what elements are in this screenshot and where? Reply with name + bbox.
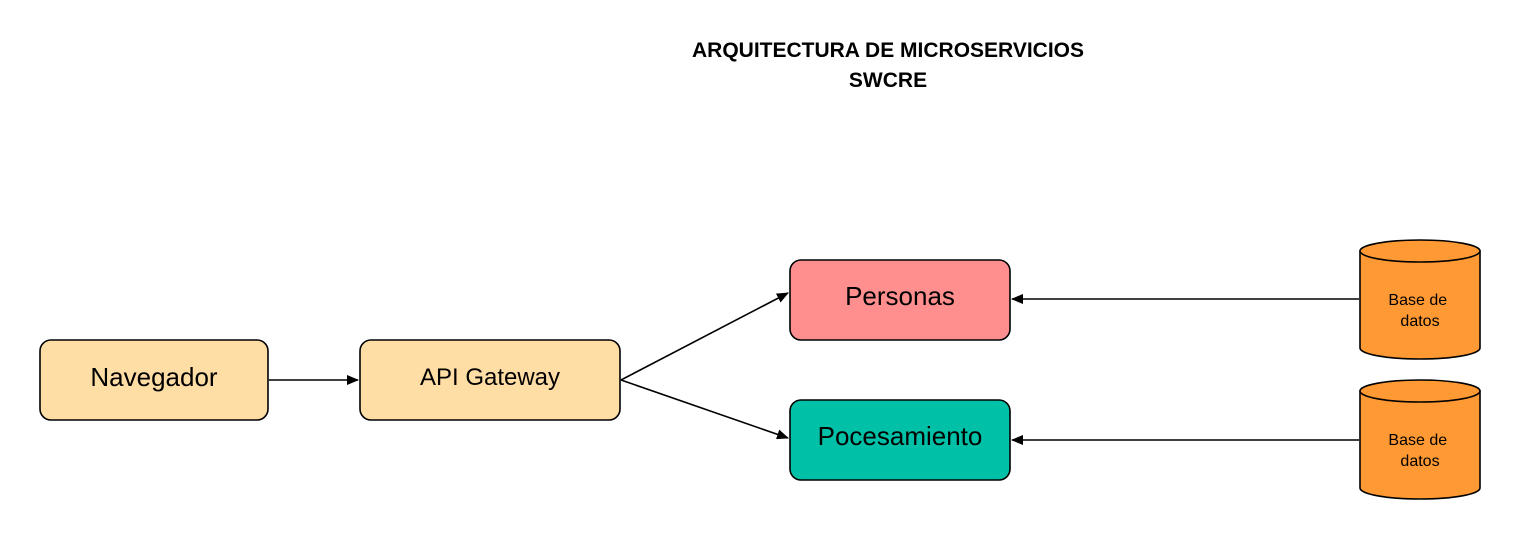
personas-node[interactable]: Personas (789, 259, 1011, 341)
db-personas-node[interactable]: Base de datos (1359, 239, 1481, 360)
navegador-node[interactable]: Navegador (39, 339, 269, 421)
personas-label: Personas (845, 281, 955, 311)
procesamiento-node[interactable]: Pocesamiento (789, 399, 1011, 481)
title-line-2: SWCRE (848, 69, 928, 92)
personas-box (789, 259, 1011, 341)
db-procesamiento-cylinder-body (1359, 390, 1481, 500)
procesamiento-box (789, 399, 1011, 481)
diagram-title: ARQUITECTURA DE MICROSERVICIOS SWCRE (588, 36, 1188, 96)
api-gateway-label: API Gateway (420, 364, 560, 391)
db-procesamiento-node[interactable]: Base de datos (1359, 379, 1481, 500)
navegador-box (39, 339, 269, 421)
db-personas-label-line-2: datos (1400, 313, 1439, 330)
db-personas-label-line-1: Base de (1388, 292, 1447, 309)
navegador-label: Navegador (90, 362, 218, 392)
db-personas-cylinder-top (1359, 239, 1481, 263)
edge-gateway-to-procesamiento (620, 379, 789, 440)
edge-gateway-to-personas (620, 292, 789, 381)
api-gateway-box (359, 339, 621, 421)
title-line-1: ARQUITECTURA DE MICROSERVICIOS (691, 39, 1085, 62)
db-personas-label: Base de datos (1388, 292, 1451, 330)
db-personas-cylinder-body (1359, 250, 1481, 360)
api-gateway-node[interactable]: API Gateway (359, 339, 621, 421)
db-procesamiento-label-line-1: Base de (1388, 432, 1447, 449)
db-procesamiento-cylinder-top (1359, 379, 1481, 403)
db-procesamiento-label: Base de datos (1388, 432, 1451, 470)
db-procesamiento-label-line-2: datos (1400, 453, 1439, 470)
procesamiento-label: Pocesamiento (818, 421, 983, 451)
